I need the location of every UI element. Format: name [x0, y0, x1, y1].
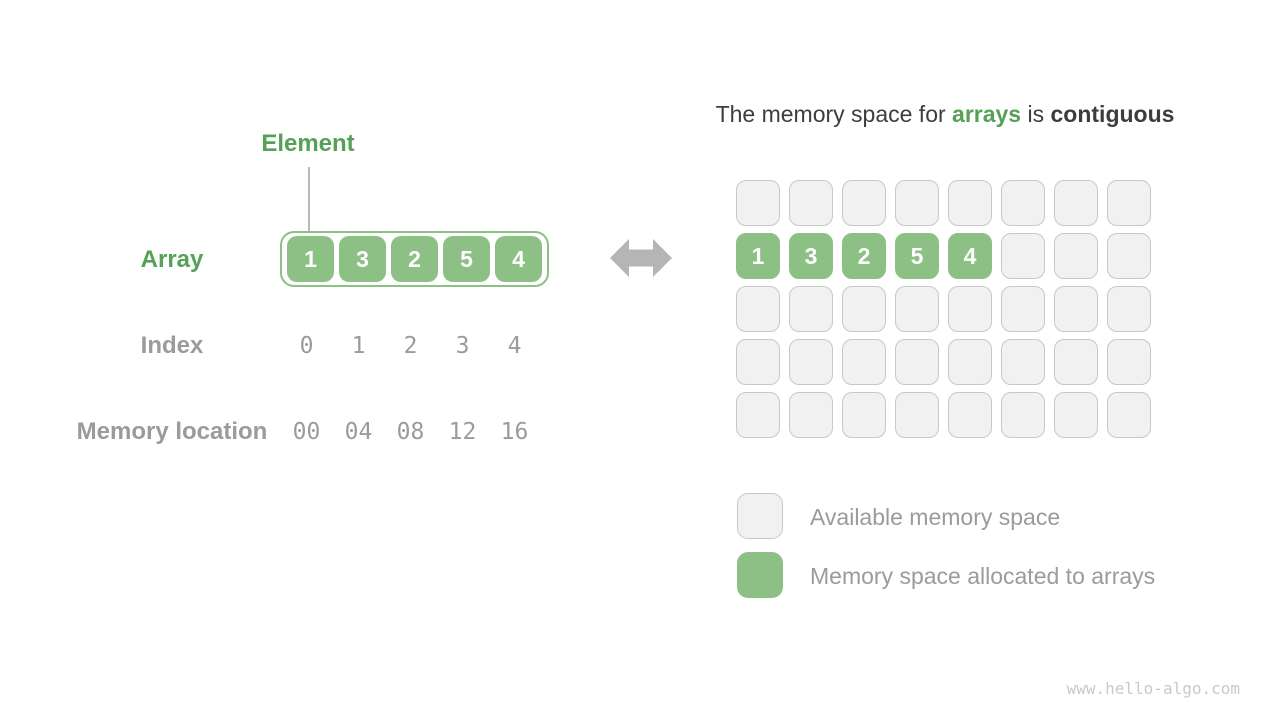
available-memory-cell — [895, 392, 939, 438]
index-value: 0 — [299, 333, 314, 359]
available-memory-cell — [1107, 286, 1151, 332]
memory-location-row: 00 04 08 12 16 — [283, 419, 538, 445]
legend-label-allocated: Memory space allocated to arrays — [810, 563, 1156, 589]
index-value: 1 — [351, 333, 366, 359]
memory-location-value: 16 — [500, 419, 529, 445]
array-cell: 1 — [287, 236, 334, 282]
available-memory-cell — [736, 286, 780, 332]
index-value: 3 — [455, 333, 470, 359]
available-memory-cell — [842, 286, 886, 332]
memory-location-value: 04 — [344, 419, 373, 445]
available-memory-cell — [789, 180, 833, 226]
available-memory-cell — [1001, 233, 1045, 279]
available-memory-cell — [1001, 392, 1045, 438]
index-label: Index — [140, 332, 204, 359]
memory-location-value: 08 — [396, 419, 425, 445]
available-memory-cell — [948, 392, 992, 438]
title-text: The memory space for — [715, 101, 953, 127]
memory-location-value: 12 — [448, 419, 477, 445]
allocated-memory-cell: 4 — [948, 233, 992, 279]
available-memory-cell — [1107, 392, 1151, 438]
title-text-is: is — [1021, 101, 1051, 127]
available-memory-cell — [1001, 339, 1045, 385]
index-value: 2 — [403, 333, 418, 359]
available-memory-cell — [1054, 339, 1098, 385]
array-cell: 4 — [495, 236, 542, 282]
memory-location-label: Memory location — [76, 418, 268, 445]
array-cell: 5 — [443, 236, 490, 282]
available-memory-cell — [948, 286, 992, 332]
available-memory-cell — [1107, 233, 1151, 279]
element-label: Element — [261, 130, 355, 157]
array-cell: 3 — [339, 236, 386, 282]
available-memory-cell — [1107, 339, 1151, 385]
allocated-memory-cell: 3 — [789, 233, 833, 279]
available-memory-cell — [895, 286, 939, 332]
available-memory-cell — [842, 392, 886, 438]
available-memory-cell — [948, 180, 992, 226]
available-memory-cell — [1001, 286, 1045, 332]
available-memory-cell — [1107, 180, 1151, 226]
array-label: Array — [140, 246, 204, 273]
left-right-arrow-icon — [610, 239, 672, 277]
available-memory-cell — [736, 392, 780, 438]
title-bold-contiguous: contiguous — [1050, 101, 1175, 127]
available-memory-cell — [736, 339, 780, 385]
available-memory-cell — [948, 339, 992, 385]
index-row: 0 1 2 3 4 — [283, 333, 538, 359]
array-cell: 2 — [391, 236, 438, 282]
available-memory-swatch — [737, 493, 783, 539]
available-memory-cell — [1054, 286, 1098, 332]
legend-label-available: Available memory space — [810, 504, 1061, 530]
available-memory-cell — [895, 180, 939, 226]
available-memory-cell — [1054, 180, 1098, 226]
available-memory-cell — [736, 180, 780, 226]
available-memory-cell — [789, 392, 833, 438]
available-memory-cell — [789, 339, 833, 385]
available-memory-cell — [789, 286, 833, 332]
available-memory-cell — [842, 339, 886, 385]
index-value: 4 — [507, 333, 522, 359]
available-memory-cell — [895, 339, 939, 385]
available-memory-cell — [842, 180, 886, 226]
allocated-memory-cell: 1 — [736, 233, 780, 279]
available-memory-cell — [1054, 392, 1098, 438]
memory-location-value: 00 — [292, 419, 321, 445]
element-connector-line — [308, 167, 310, 231]
allocated-memory-swatch — [737, 552, 783, 598]
watermark: www.hello-algo.com — [1066, 679, 1240, 698]
available-memory-cell — [1001, 180, 1045, 226]
memory-title: The memory space for arrays is contiguou… — [640, 101, 1250, 128]
allocated-memory-cell: 2 — [842, 233, 886, 279]
available-memory-cell — [1054, 233, 1098, 279]
allocated-memory-cell: 5 — [895, 233, 939, 279]
title-highlight-arrays: arrays — [952, 101, 1022, 127]
